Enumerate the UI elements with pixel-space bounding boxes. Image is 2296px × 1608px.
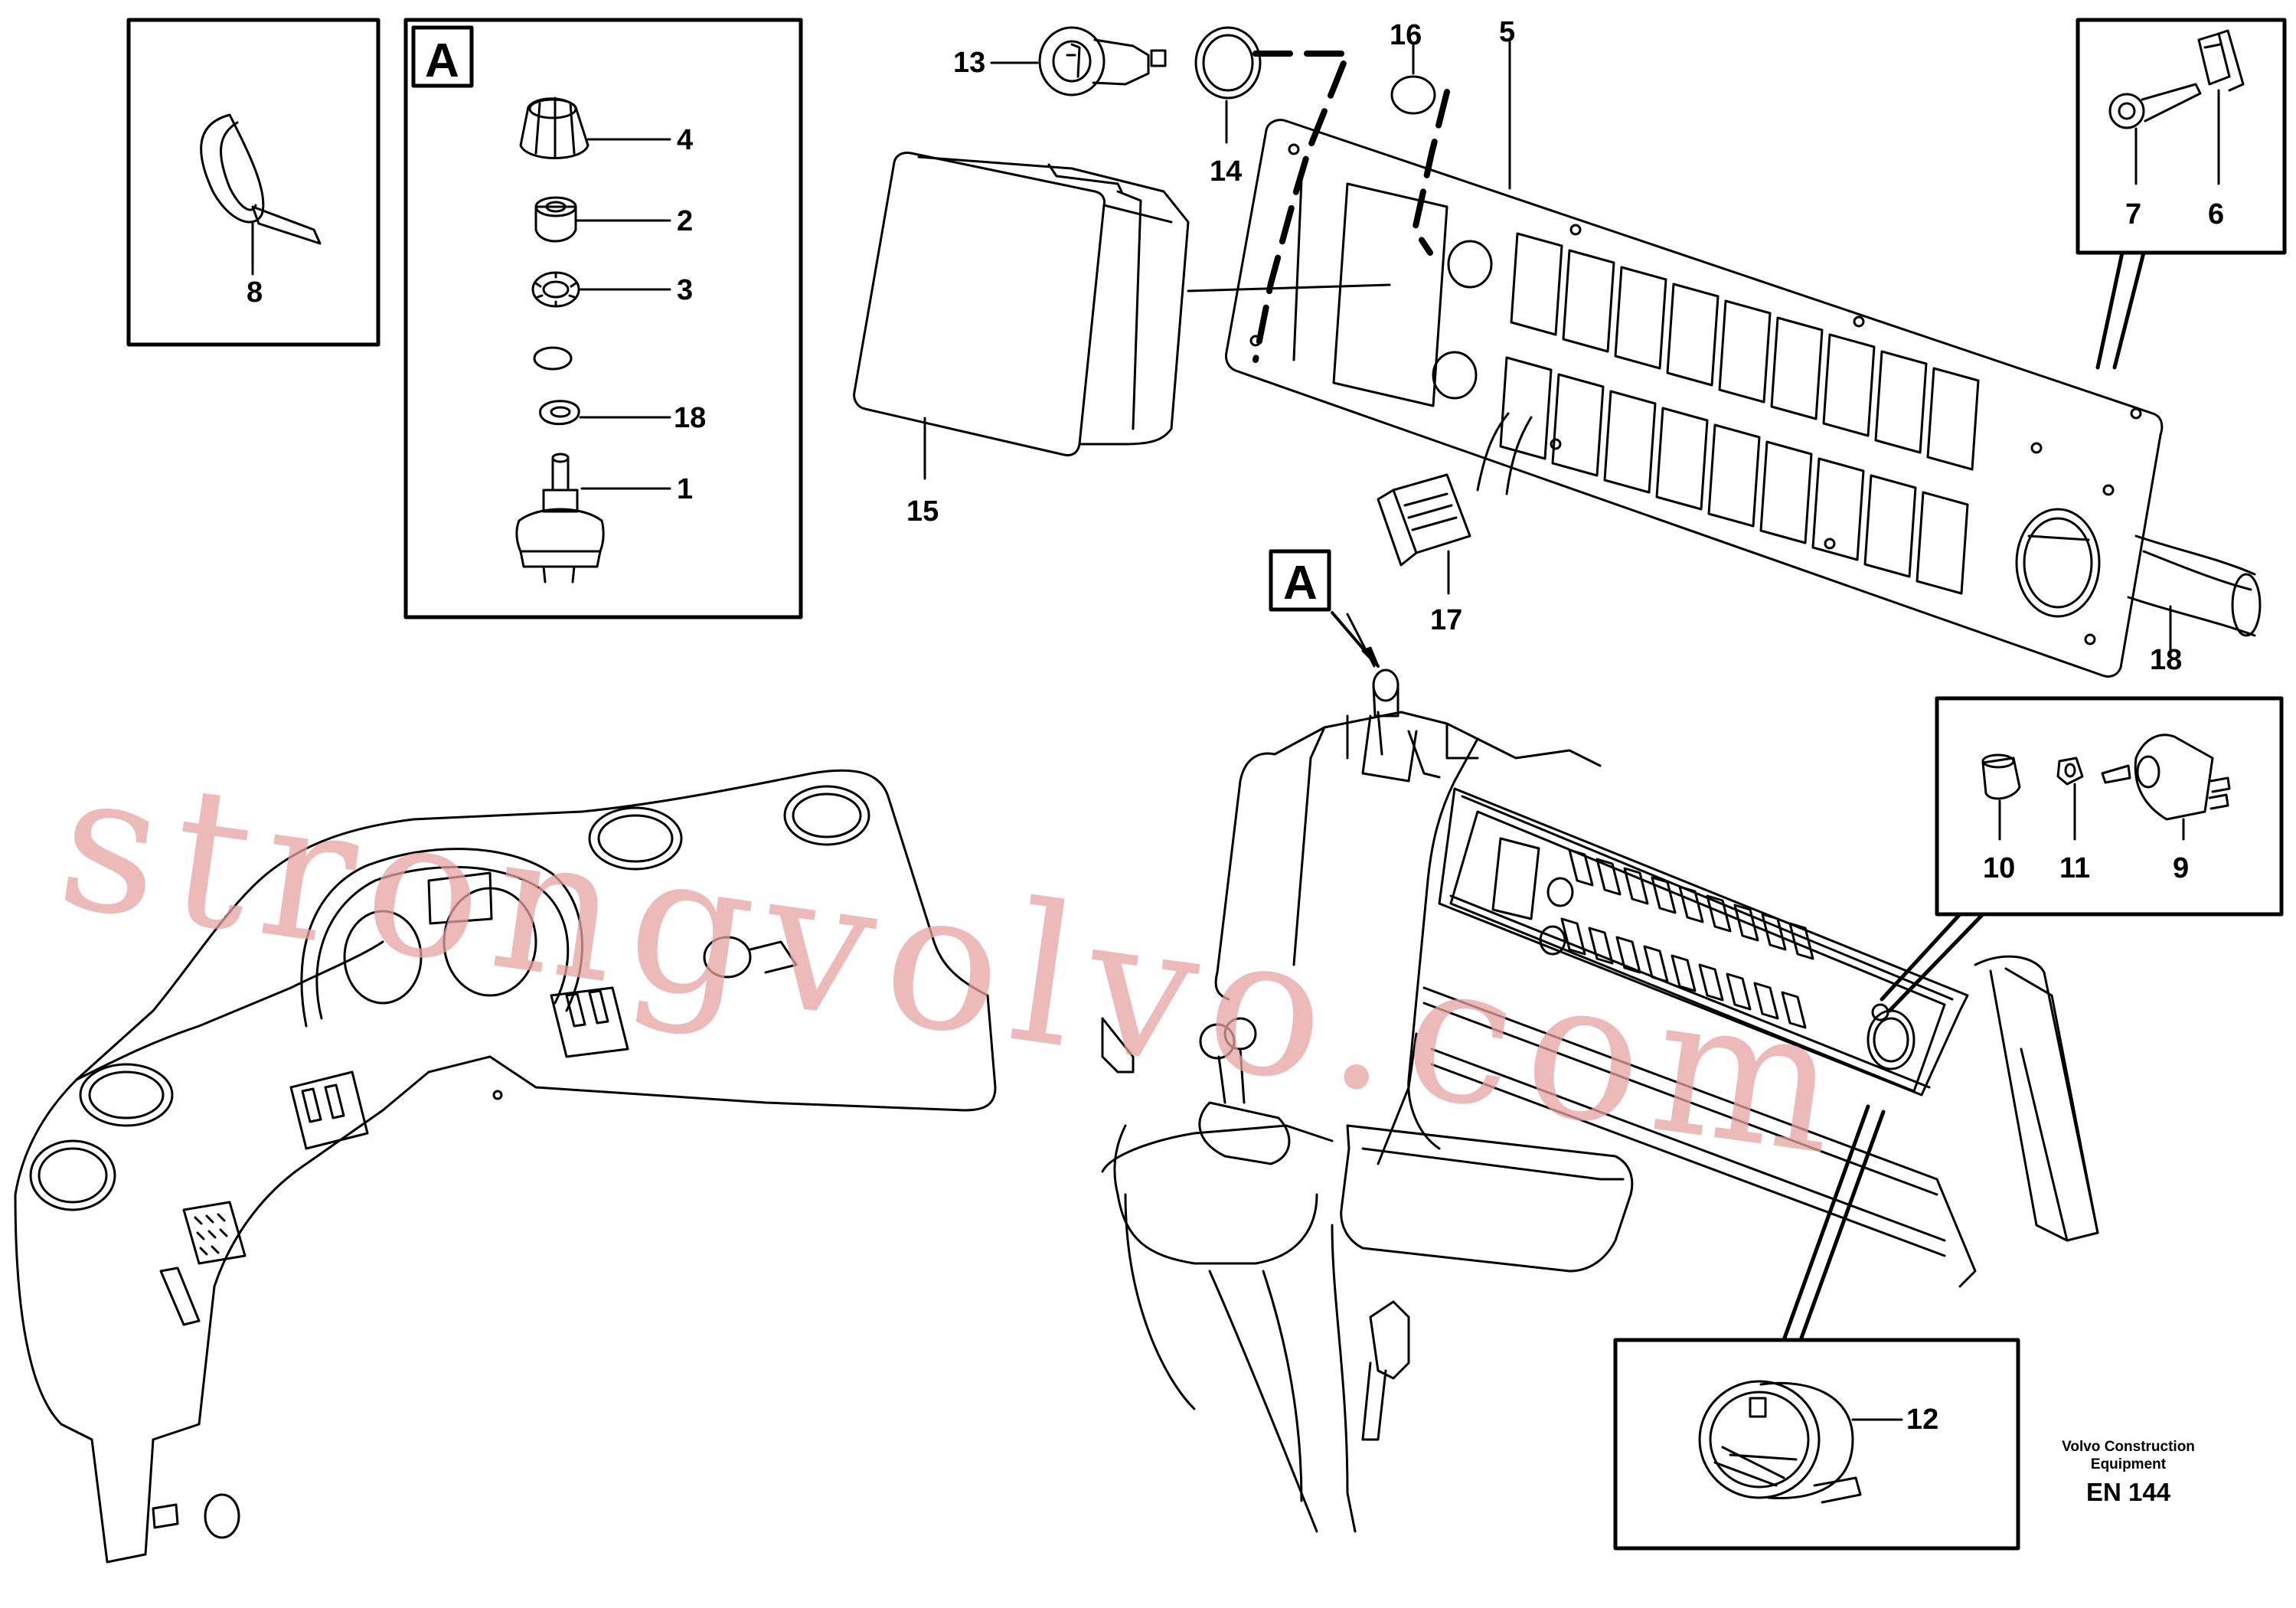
- detail-box-push-button: 10 11 9: [1880, 696, 2284, 1013]
- callout-10: 10: [1983, 852, 2015, 884]
- callout-15: 15: [906, 495, 939, 528]
- clip-drawing: [2197, 29, 2245, 92]
- display-unit-drawing: [853, 152, 1190, 456]
- watermark: strongvolvo.com: [47, 727, 1865, 1199]
- detail-a-letter: A: [425, 34, 459, 87]
- callout-7: 7: [2125, 198, 2141, 230]
- pointer-box-a: A: [1269, 549, 1380, 668]
- callout-8: 8: [247, 276, 263, 309]
- callout-18-cable: 18: [2150, 644, 2182, 676]
- detail-box-fasteners: 7 6: [2076, 18, 2287, 370]
- screw-drawing: [2108, 83, 2202, 129]
- callout-12: 12: [1906, 1404, 1938, 1436]
- dashboard-drawing: [14, 769, 1135, 1564]
- pointer-a-letter: A: [1283, 557, 1318, 610]
- cable-tie-drawing: [200, 113, 322, 245]
- switch-panel-assembly: 13 14 16 15: [853, 16, 2262, 678]
- detail-box-gauge: 12: [1613, 1104, 2020, 1551]
- panel-plate-drawing: [1225, 119, 2164, 678]
- exploded-guide-line-2: [1412, 89, 1450, 256]
- callout-17: 17: [1430, 604, 1462, 636]
- plug-cap-drawing: [1390, 75, 1436, 115]
- callout-3: 3: [677, 274, 693, 306]
- nut-drawing: [534, 196, 577, 243]
- callout-13: 13: [953, 47, 985, 79]
- callout-4: 4: [677, 124, 693, 156]
- callout-11: 11: [2059, 852, 2090, 884]
- socket-drawing: [1038, 26, 1167, 96]
- callout-18-detail: 18: [674, 402, 706, 434]
- indexing-plate-drawing: [539, 400, 580, 426]
- exploded-guide-line-1: [1253, 51, 1350, 363]
- detail-box-cable-tie: 8: [126, 18, 380, 347]
- callout-6: 6: [2208, 198, 2224, 230]
- gauge-drawing: [1698, 1380, 1862, 1504]
- cable-harness-drawing: [2127, 534, 2262, 637]
- callout-2: 2: [677, 205, 693, 237]
- callout-9: 9: [2173, 852, 2189, 884]
- lock-washer-drawing: [531, 271, 580, 308]
- spacer-ring-drawing: [533, 346, 573, 371]
- callout-14: 14: [1210, 155, 1242, 188]
- credit-line-2: Equipment: [2091, 1456, 2167, 1472]
- bezel-ring-drawing: [1194, 26, 1262, 100]
- small-nut-drawing: [2056, 757, 2084, 786]
- callout-16: 16: [1390, 19, 1422, 51]
- detail-box-a: A 4 2 3 18: [403, 18, 803, 619]
- button-cap-drawing: [1981, 753, 2021, 800]
- rotary-switch-drawing: [515, 453, 605, 583]
- callout-5: 5: [1499, 16, 1515, 48]
- callout-1: 1: [677, 473, 693, 505]
- credit-block: Volvo Construction Equipment EN 144: [2062, 1439, 2195, 1506]
- figure-code: EN 144: [2086, 1478, 2171, 1506]
- connector-drawing: [1377, 412, 1533, 567]
- knob-drawing: [519, 96, 590, 159]
- credit-line-1: Volvo Construction: [2062, 1439, 2195, 1455]
- cab-console-drawing: [1101, 613, 2099, 1533]
- push-switch-drawing: [2101, 734, 2231, 821]
